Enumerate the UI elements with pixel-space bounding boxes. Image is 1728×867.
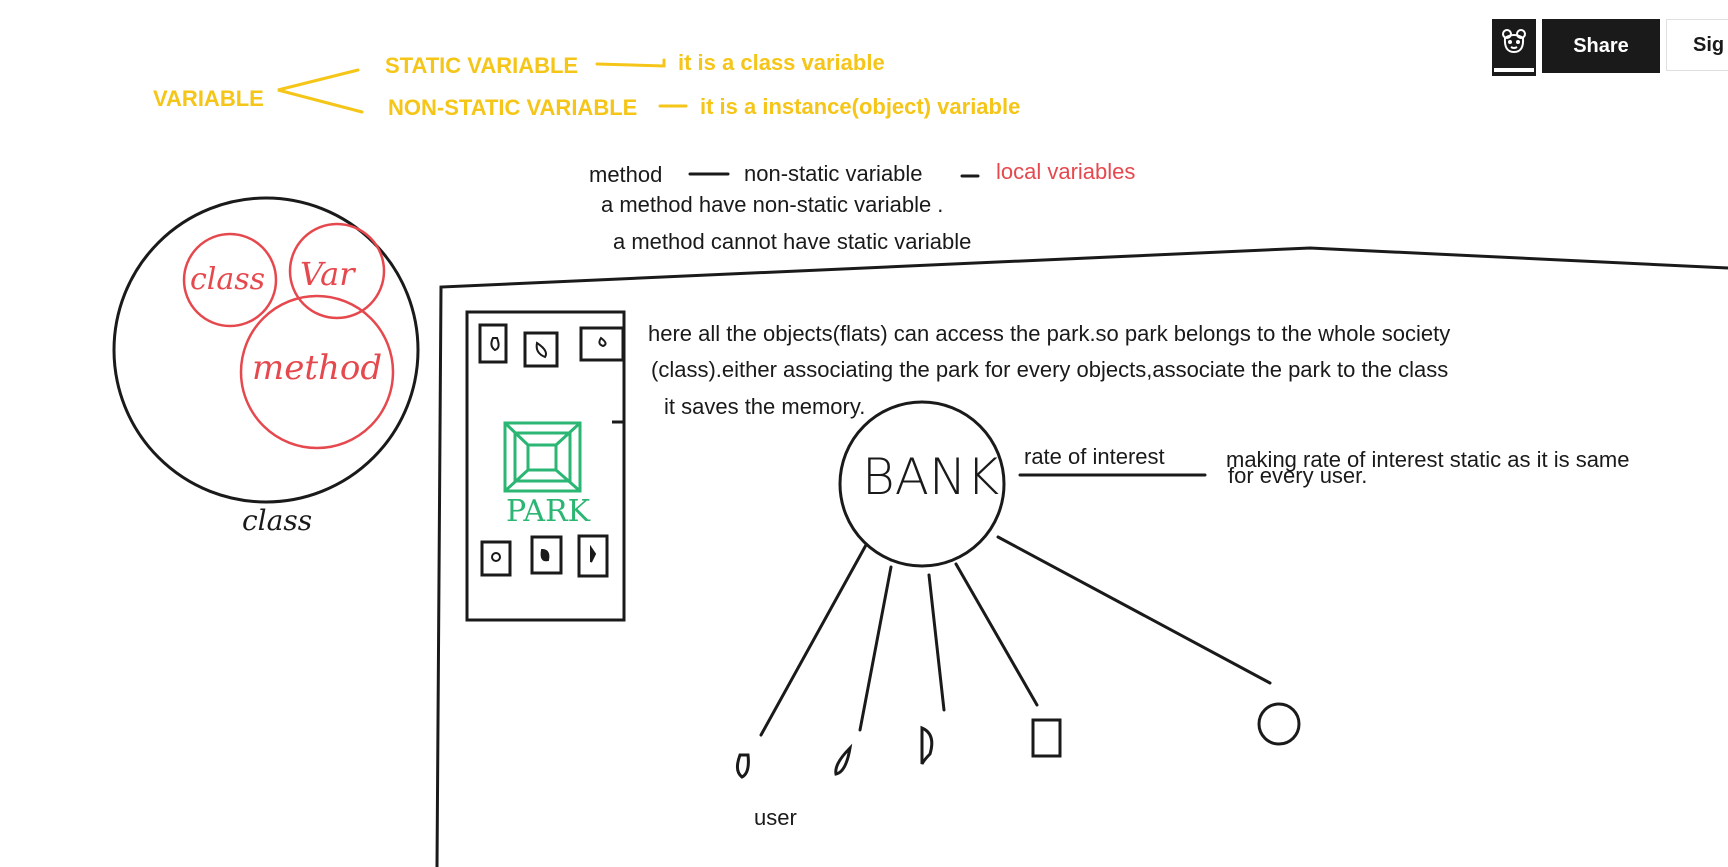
bank-diagram — [759, 400, 1272, 737]
content-frame — [435, 246, 1728, 867]
venn-method-label: method — [252, 348, 383, 388]
park-note-line3: it saves the memory. — [664, 394, 866, 419]
sign-in-button[interactable]: Sig — [1666, 19, 1728, 71]
method-note-line1: a method have non-static variable . — [601, 192, 944, 217]
society-diagram — [465, 310, 626, 622]
method-label: method — [589, 162, 663, 187]
variable-label: VARIABLE — [153, 86, 264, 111]
top-toolbar: Share Sig — [1492, 19, 1728, 73]
venn-class-label: class — [190, 262, 266, 297]
rate-note-line1: making rate of interest static as it is … — [1226, 447, 1630, 472]
bank-label: BANK — [862, 448, 1000, 506]
rate-note-line2: for every user. — [1228, 463, 1368, 488]
park-note-line2: (class).either associating the park for … — [651, 357, 1449, 382]
park-label: PARK — [506, 494, 591, 529]
share-button[interactable]: Share — [1542, 19, 1660, 73]
variable-branch-lines — [277, 58, 688, 114]
static-variable-desc: it is a class variable — [678, 50, 885, 75]
user-marks — [735, 702, 1301, 779]
local-variables-label: local variables — [996, 159, 1136, 184]
static-variable-label: STATIC VARIABLE — [385, 53, 579, 78]
user-label: user — [754, 805, 797, 830]
class-diagram — [112, 196, 420, 504]
method-dashes — [688, 172, 980, 178]
method-non-static-label: non-static variable — [744, 161, 923, 186]
bear-logo-icon[interactable] — [1492, 19, 1536, 68]
venn-var-label: Var — [300, 255, 355, 293]
park-note-line1: here all the objects(flats) can access t… — [648, 321, 1451, 346]
non-static-variable-label: NON-STATIC VARIABLE — [388, 95, 638, 120]
non-static-variable-desc: it is a instance(object) variable — [700, 94, 1021, 119]
rate-of-interest-label: rate of interest — [1024, 444, 1165, 469]
class-caption: class — [242, 504, 313, 537]
park-icon — [503, 421, 582, 493]
flat-marks — [490, 336, 607, 563]
method-note-line2: a method cannot have static variable — [613, 229, 972, 254]
